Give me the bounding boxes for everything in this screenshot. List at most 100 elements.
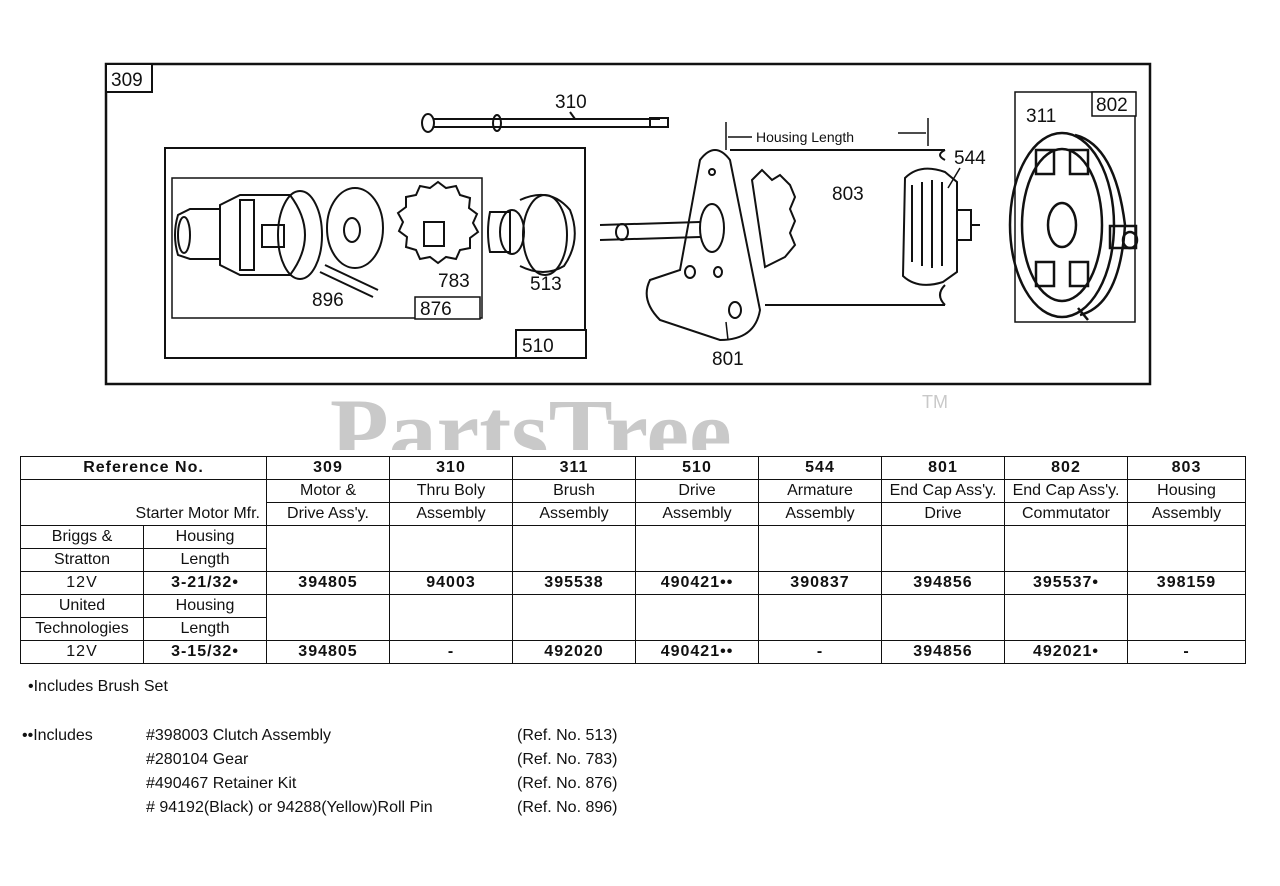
includes-item-ref: (Ref. No. 896)	[517, 799, 618, 816]
housing-length: 3-21/32•	[143, 571, 267, 595]
col-ref: 801	[881, 456, 1005, 480]
end-cap-drive-drawing	[599, 149, 762, 342]
col-desc: Brush	[512, 479, 636, 503]
roll-pin-drawing	[319, 264, 379, 298]
leader-801	[725, 321, 729, 341]
includes-item-part: #490467 Retainer Kit	[146, 775, 297, 792]
table-header-row: Reference No. 309 310 311 510 544 801 80…	[20, 456, 1246, 480]
label-876-box	[414, 296, 481, 320]
col-desc: Assembly	[758, 502, 882, 526]
col-desc: Housing	[1127, 479, 1246, 503]
col-desc: Assembly	[635, 502, 759, 526]
label-510: 510	[522, 336, 554, 357]
col-desc: Drive Ass'y.	[266, 502, 390, 526]
part-number: 394805	[266, 640, 390, 664]
drive-inner-box	[171, 177, 483, 319]
label-801: 801	[712, 349, 744, 370]
col-ref: 310	[389, 456, 513, 480]
part-number: 492021•	[1004, 640, 1128, 664]
end-cap-commutator-drawing	[1008, 131, 1139, 321]
col-ref: 544	[758, 456, 882, 480]
armature-drawing	[901, 167, 980, 286]
part-number: 492020	[512, 640, 636, 664]
part-number: 394805	[266, 571, 390, 595]
includes-item-part: #398003 Clutch Assembly	[146, 727, 331, 744]
label-802: 802	[1096, 95, 1128, 116]
part-number: 490421••	[635, 571, 759, 595]
voltage: 12V	[20, 640, 144, 664]
clutch-drawing	[487, 193, 576, 276]
mfr-header: Starter Motor Mfr.	[20, 479, 267, 526]
mfr-row: United Housing	[20, 594, 1246, 641]
label-544: 544	[954, 148, 986, 169]
part-number: 395538	[512, 571, 636, 595]
length-label: Length	[143, 548, 267, 572]
diagram-frame	[104, 62, 1152, 386]
col-desc: Motor &	[266, 479, 390, 503]
table-row: 12V 3-15/32• 394805 - 492020 490421•• - …	[20, 640, 1246, 664]
includes-item-part: # 94192(Black) or 94288(Yellow)Roll Pin	[146, 799, 433, 816]
col-ref: 311	[512, 456, 636, 480]
col-desc: Thru Boly	[389, 479, 513, 503]
includes-item-ref: (Ref. No. 876)	[517, 775, 618, 792]
part-number: -	[1127, 640, 1246, 664]
part-number: 394856	[881, 571, 1005, 595]
table-desc-row-1: Starter Motor Mfr. Motor & Thru Boly Bru…	[20, 479, 1246, 526]
includes-label: ••Includes	[22, 727, 93, 744]
length-label: Housing	[143, 594, 267, 618]
part-number: 395537•	[1004, 571, 1128, 595]
watermark: PartsTree	[330, 379, 732, 450]
col-desc: Drive	[881, 502, 1005, 526]
table-desc-row-2: Drive Ass'y. Assembly Assembly Assembly …	[21, 502, 1246, 526]
label-311: 311	[1026, 106, 1056, 127]
thru-bolt-drawing	[421, 111, 669, 133]
label-310: 310	[555, 92, 587, 113]
housing-length: 3-15/32•	[143, 640, 267, 664]
mfr-name: Technologies	[20, 617, 144, 641]
length-label: Length	[143, 617, 267, 641]
label-876: 876	[420, 299, 452, 320]
part-number: 490421••	[635, 640, 759, 664]
brush-set-note: •Includes Brush Set	[28, 678, 168, 695]
mfr-name: United	[20, 594, 144, 618]
col-ref: 802	[1004, 456, 1128, 480]
parts-table: Reference No. 309 310 311 510 544 801 80…	[20, 456, 1246, 664]
label-803: 803	[832, 184, 864, 205]
col-desc: Commutator	[1004, 502, 1128, 526]
col-desc: Assembly	[512, 502, 636, 526]
mfr-row: Technologies Length	[20, 617, 1246, 641]
table-row: 12V 3-21/32• 394805 94003 395538 490421•…	[20, 571, 1246, 595]
label-housing-length: Housing Length	[756, 129, 854, 145]
includes-item-part: #280104 Gear	[146, 751, 249, 768]
col-desc: Armature	[758, 479, 882, 503]
col-ref: 510	[635, 456, 759, 480]
part-number: -	[758, 640, 882, 664]
mfr-name: Briggs &	[20, 525, 144, 549]
length-label: Housing	[143, 525, 267, 549]
label-783: 783	[438, 271, 470, 292]
label-896: 896	[312, 290, 344, 311]
part-number: 394856	[881, 640, 1005, 664]
mfr-row: Briggs & Housing	[20, 525, 1246, 572]
gear-drawing	[396, 180, 480, 265]
voltage: 12V	[20, 571, 144, 595]
washer-drawing	[326, 187, 384, 269]
label-802-box	[1091, 91, 1137, 117]
part-number: -	[389, 640, 513, 664]
part-number: 390837	[758, 571, 882, 595]
frame-label-box	[105, 63, 153, 93]
label-513: 513	[530, 274, 562, 295]
part-number: 398159	[1127, 571, 1246, 595]
housing-drawing	[730, 149, 946, 306]
trademark: TM	[922, 392, 948, 412]
end-cap-commutator-box	[1014, 91, 1136, 323]
exploded-diagram: 309 310 510 896 876 783	[104, 62, 1152, 450]
col-ref: 309	[266, 456, 390, 480]
col-desc: Drive	[635, 479, 759, 503]
drive-assembly-box	[164, 147, 586, 359]
label-510-box	[515, 329, 587, 359]
col-desc: End Cap Ass'y.	[1004, 479, 1128, 503]
frame-label: 309	[111, 70, 143, 91]
leader-544	[947, 167, 961, 189]
ref-header: Reference No.	[20, 456, 267, 480]
